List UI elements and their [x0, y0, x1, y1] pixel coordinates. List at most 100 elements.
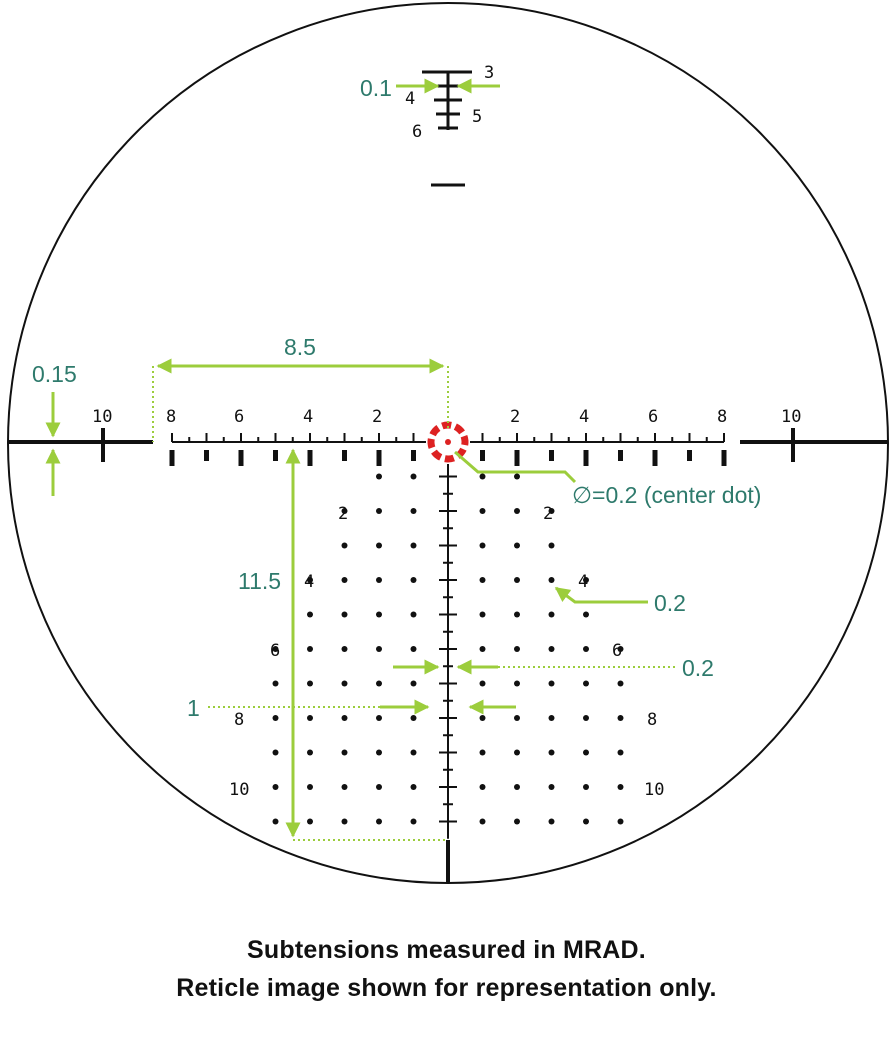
post-width-label: 0.15	[32, 361, 77, 387]
holdover-dot	[514, 542, 520, 549]
v-label-right-4: 4	[578, 572, 588, 592]
holdover-dot	[514, 611, 520, 618]
holdover-dot	[410, 542, 417, 549]
h-label-left-6: 6	[234, 407, 244, 427]
h-label-left-10: 10	[92, 407, 112, 427]
h-label-right-6: 6	[648, 407, 658, 427]
holdover-dot	[410, 611, 417, 618]
v-label-left-8: 8	[234, 710, 244, 730]
h-label-left-4: 4	[303, 407, 313, 427]
h-label-right-4: 4	[579, 407, 589, 427]
v-label-left-10: 10	[229, 780, 249, 800]
holdover-dot	[341, 715, 348, 721]
horizontal-scale	[169, 433, 727, 466]
holdover-dot	[307, 784, 313, 790]
holdover-dot	[583, 611, 589, 618]
holdover-dot	[617, 715, 624, 721]
stadia-label-6: 6	[412, 122, 422, 142]
holdover-dot	[583, 715, 589, 721]
top-stadia	[422, 70, 472, 187]
caption-line-1: Subtensions measured in MRAD.	[247, 936, 646, 964]
stadia-spacing-label: 0.1	[360, 75, 392, 101]
h-label-right-10: 10	[781, 407, 801, 427]
holdover-dot	[410, 577, 417, 583]
holdover-dot	[479, 715, 486, 721]
holdover-dot	[410, 749, 417, 756]
h-label-right-8: 8	[717, 407, 727, 427]
holdover-dot	[376, 473, 382, 480]
holdover-dot	[341, 784, 348, 790]
dot-size-label: 0.2	[654, 590, 686, 616]
holdover-dot	[272, 646, 279, 652]
holdover-dot	[479, 473, 486, 480]
holdover-dot	[548, 646, 555, 652]
h-label-right-2: 2	[510, 407, 520, 427]
reticle-diagram: 3 4 5 6 10 8 6 4 2 2 4 6 8 10 2 2 4 4 6 …	[7, 2, 889, 884]
holdover-dot	[341, 749, 348, 756]
holdover-dot	[307, 749, 313, 756]
holdover-dot	[376, 611, 382, 618]
v-label-right-2: 2	[543, 504, 553, 524]
holdover-dot	[583, 646, 589, 652]
hash-width-label: 0.2	[682, 655, 714, 681]
holdover-dot	[272, 715, 279, 721]
holdover-dot	[307, 680, 313, 687]
holdover-dot	[548, 508, 555, 514]
holdover-dot	[376, 715, 382, 721]
holdover-dot	[341, 542, 348, 549]
caption-line-2: Reticle image shown for representation o…	[176, 974, 717, 1002]
holdover-dot	[341, 611, 348, 618]
holdover-dot	[514, 818, 520, 825]
v-label-left-2: 2	[338, 504, 348, 524]
holdover-dot	[341, 680, 348, 687]
holdover-dot	[548, 818, 555, 825]
holdover-dot	[617, 646, 624, 652]
holdover-dot	[272, 818, 279, 825]
v-label-right-6: 6	[612, 641, 622, 661]
holdover-dot	[479, 680, 486, 687]
v-label-left-6: 6	[270, 641, 280, 661]
dot-spacing-label: 1	[187, 695, 200, 721]
holdover-dot	[479, 508, 486, 514]
center-dot	[445, 439, 451, 445]
h-label-left-2: 2	[372, 407, 382, 427]
holdover-dot	[548, 784, 555, 790]
holdover-dot	[617, 818, 624, 825]
holdover-dot	[548, 577, 555, 583]
holdover-dot	[376, 680, 382, 687]
holdover-dot	[410, 473, 417, 480]
holdover-dot	[410, 818, 417, 825]
stadia-label-5: 5	[472, 107, 482, 127]
holdover-dot	[376, 542, 382, 549]
holdover-dot	[514, 646, 520, 652]
holdover-dot	[307, 715, 313, 721]
holdover-dot	[514, 577, 520, 583]
holdover-dot	[376, 784, 382, 790]
holdover-dot	[617, 680, 624, 687]
holdover-dot	[307, 646, 313, 652]
annotation-lines	[45, 78, 675, 841]
holdover-dot	[514, 784, 520, 790]
holdover-dot	[307, 577, 313, 583]
holdover-dot-grid	[272, 473, 624, 825]
holdover-dot	[548, 680, 555, 687]
holdover-dot	[376, 646, 382, 652]
holdover-dot	[376, 749, 382, 756]
holdover-dot	[583, 784, 589, 790]
center-dot-label: ∅=0.2 (center dot)	[572, 482, 761, 508]
holdover-dot	[376, 508, 382, 514]
stadia-label-3: 3	[484, 63, 494, 83]
horizontal-span-label: 8.5	[284, 334, 316, 360]
holdover-dot	[341, 577, 348, 583]
holdover-dot	[307, 611, 313, 618]
holdover-dot	[548, 542, 555, 549]
center-ring	[427, 421, 469, 463]
holdover-dot	[341, 646, 348, 652]
holdover-dot	[479, 646, 486, 652]
holdover-dot	[514, 715, 520, 721]
holdover-dot	[479, 611, 486, 618]
holdover-dot	[376, 818, 382, 825]
holdover-dot	[341, 818, 348, 825]
vertical-scale	[439, 464, 457, 839]
h-label-left-8: 8	[166, 407, 176, 427]
